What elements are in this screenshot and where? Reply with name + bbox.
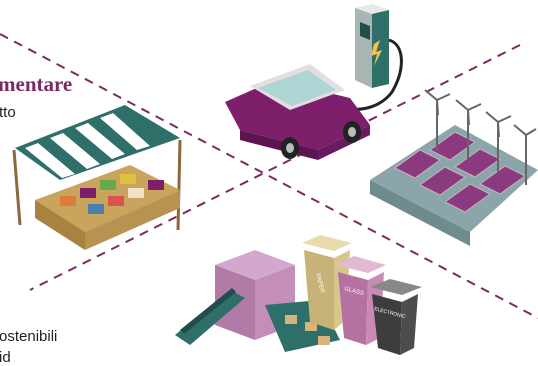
section-subtitle: tto	[0, 104, 16, 121]
bin-glass-label: GLASS	[343, 286, 364, 297]
bin-paper-label: PAPER	[314, 273, 325, 294]
solar-panel-icon	[394, 131, 526, 213]
produce-crates	[60, 174, 164, 214]
section-title: mentare	[0, 72, 73, 96]
solar-field	[370, 89, 538, 246]
bin-electronic: ELECTRONIC	[370, 279, 422, 355]
recycling-bin-icon: PAPER GLASS ELECTRONIC	[302, 235, 422, 355]
ev-charger-icon	[339, 4, 403, 111]
bottom-caption-line-2: id	[0, 349, 11, 366]
divider-lines	[0, 33, 538, 319]
car-icon	[225, 64, 370, 160]
bottom-caption-line-1: ostenibili	[0, 328, 58, 345]
wind-turbine-icon	[424, 89, 537, 185]
market-stall-icon	[12, 105, 182, 250]
